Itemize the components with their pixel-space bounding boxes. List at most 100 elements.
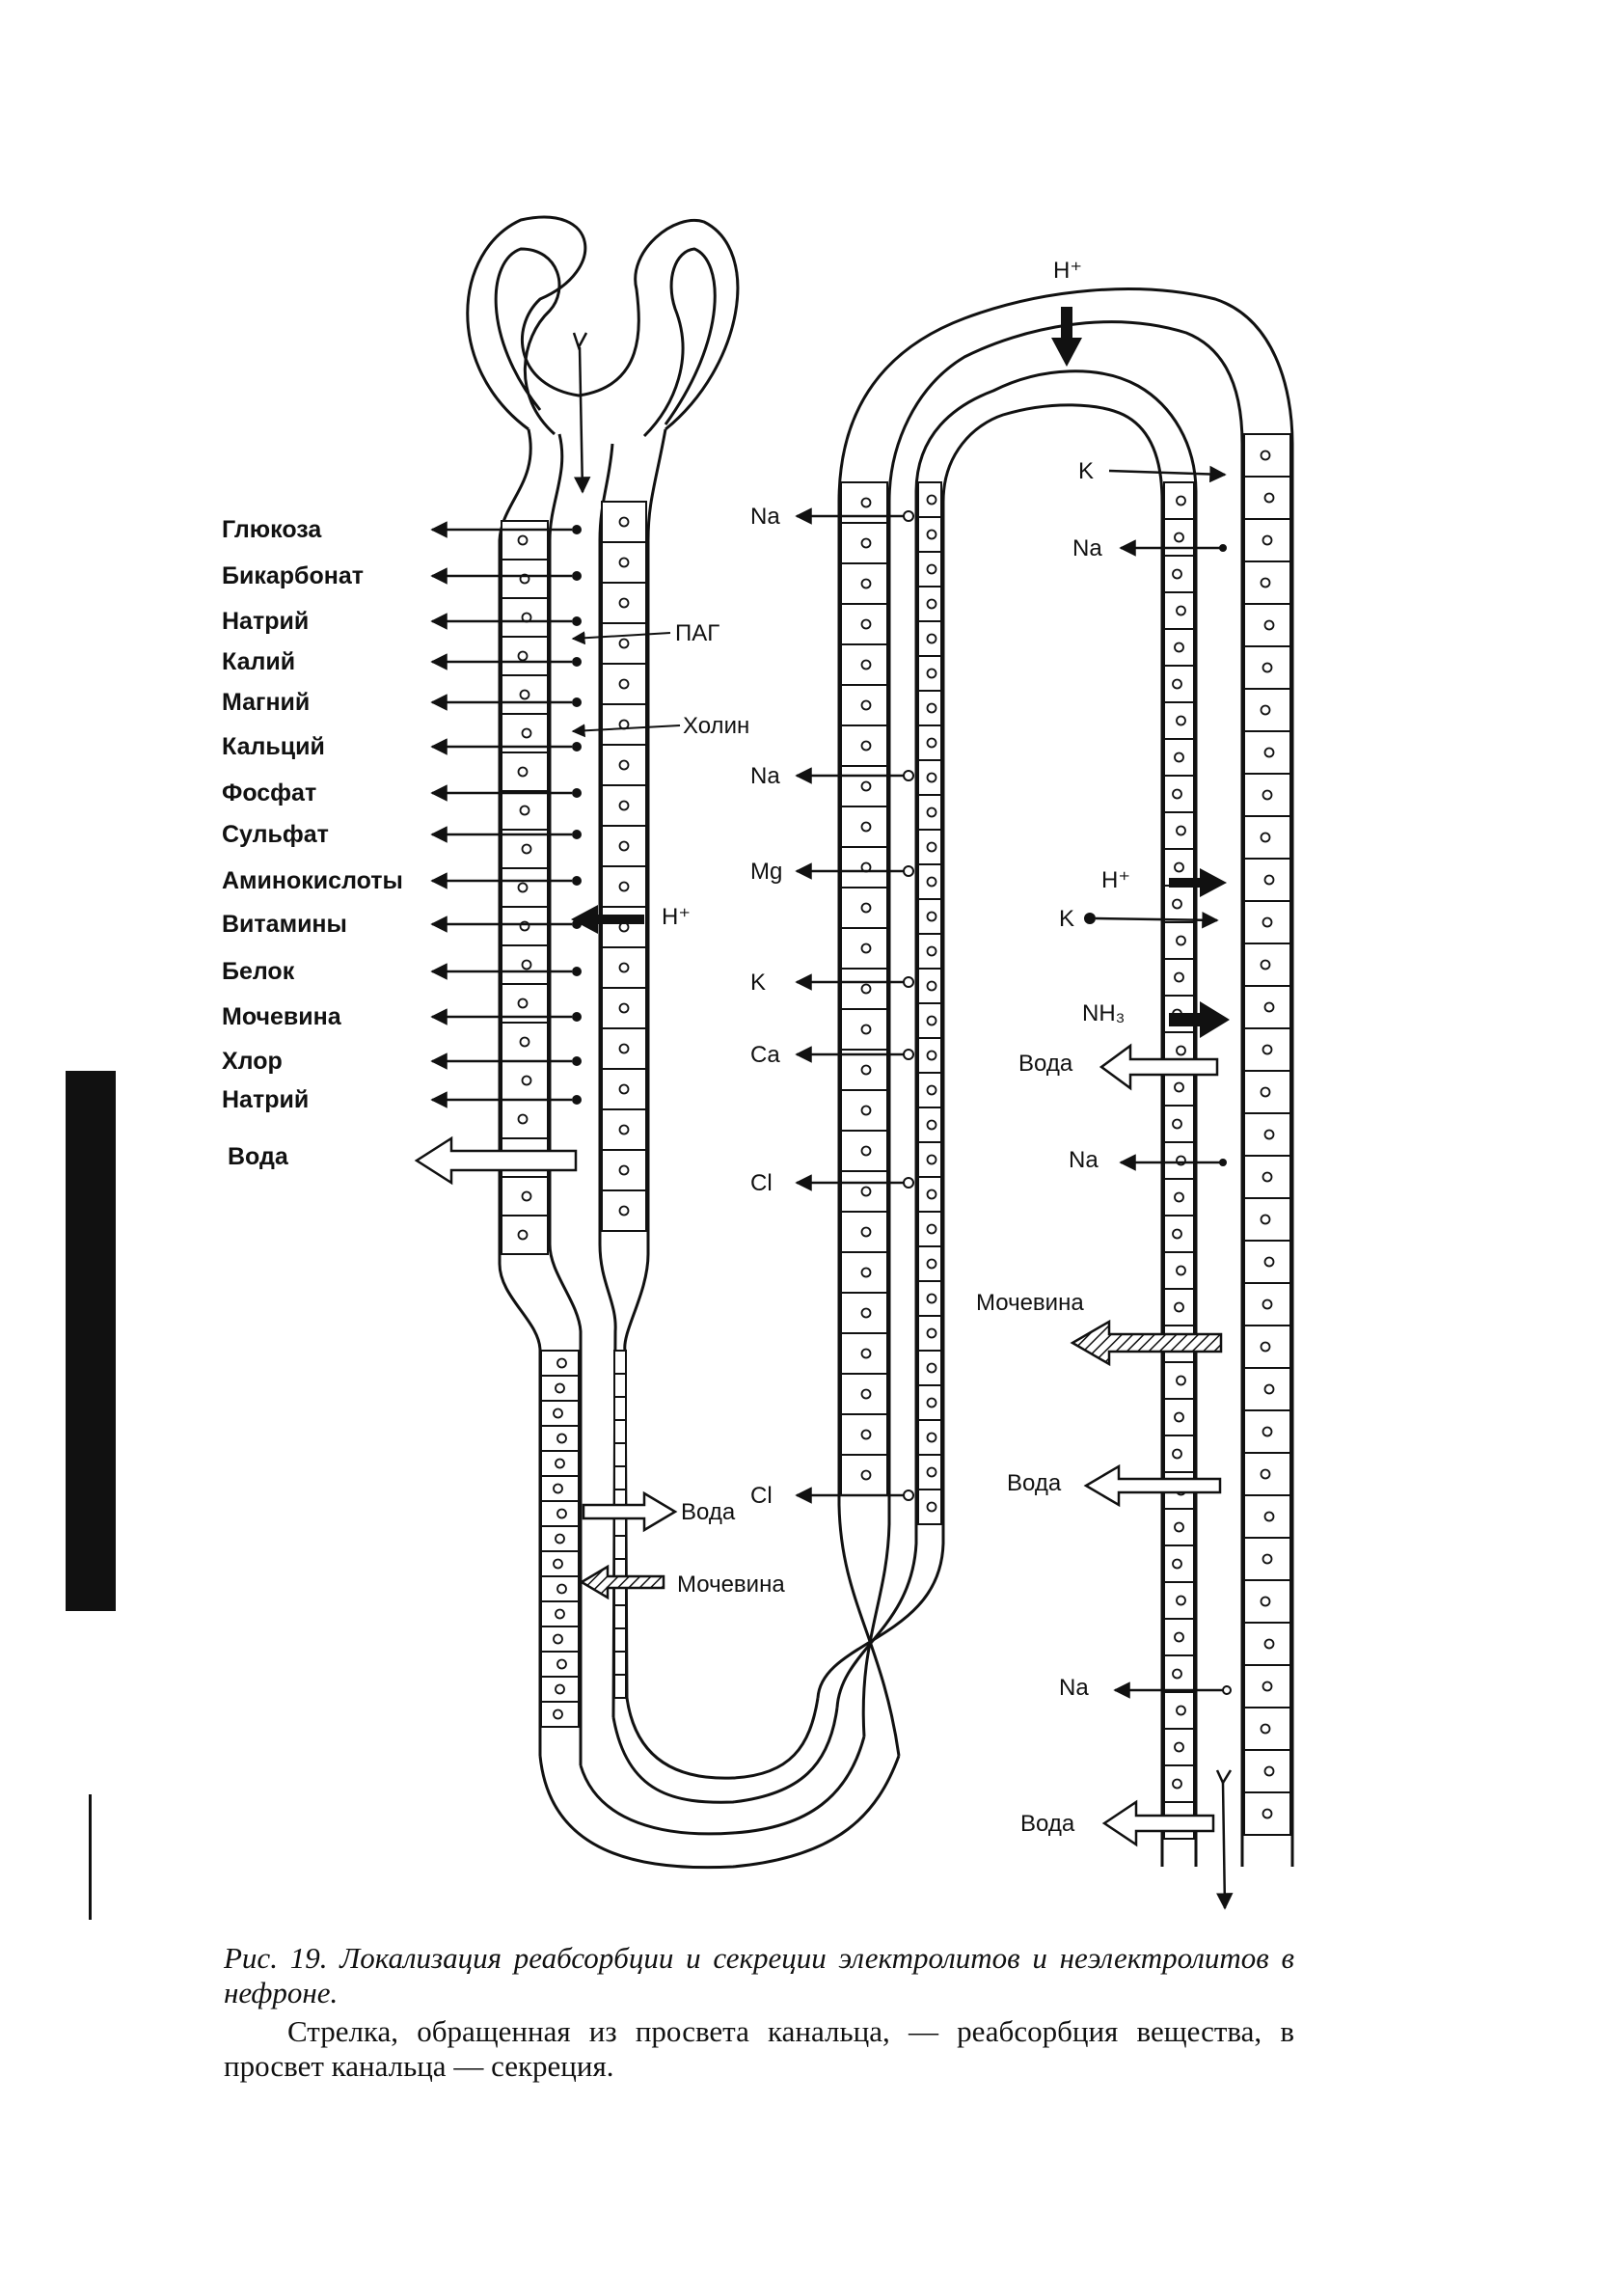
- cell-nucleus: [618, 1205, 630, 1216]
- cell-nucleus: [1260, 1086, 1271, 1098]
- cell-nucleus: [1260, 1723, 1271, 1735]
- cell-nucleus: [860, 699, 872, 711]
- reabsorbed-substance-label: Кальций: [222, 733, 325, 760]
- reabsorbed-substance-label: Натрий: [222, 1086, 309, 1113]
- distal-nh3-label: NH₃: [1082, 1000, 1125, 1026]
- figure-caption-title: Рис. 19. Локализация реабсорбции и секре…: [224, 1941, 1294, 2009]
- cell-nucleus: [556, 1433, 567, 1444]
- cell-nucleus: [521, 727, 532, 739]
- cell-nucleus: [618, 516, 630, 528]
- thin-urea-label: Мочевина: [677, 1572, 785, 1598]
- lumen-dot: [572, 967, 582, 976]
- cell-nucleus: [519, 805, 530, 816]
- cell: [1163, 591, 1195, 630]
- cell-nucleus: [1172, 1448, 1182, 1460]
- cell: [917, 759, 942, 796]
- cell: [917, 1107, 942, 1143]
- reabsorbed-substance-label: Хлор: [222, 1048, 283, 1075]
- reabsorbed-substance-label: Фосфат: [222, 779, 316, 806]
- epithelial-cells: [501, 433, 1291, 1840]
- cell: [1243, 1112, 1291, 1157]
- cell-nucleus: [618, 759, 630, 771]
- cell: [613, 1465, 627, 1490]
- cell: [501, 752, 549, 792]
- cell: [1243, 1367, 1291, 1411]
- cell: [1163, 811, 1195, 850]
- cell-nucleus: [1260, 1596, 1271, 1607]
- cell-nucleus: [517, 650, 529, 662]
- reabsorbed-substance-label: Аминокислоты: [222, 867, 403, 894]
- ascending-limb: [816, 287, 1294, 1867]
- cell-nucleus: [1262, 1681, 1273, 1692]
- ascending-ion-label: Mg: [750, 859, 782, 885]
- h-plus-label: H⁺: [662, 904, 691, 930]
- cell-nucleus: [1260, 1468, 1271, 1480]
- cell-nucleus: [1262, 1171, 1273, 1183]
- cell: [501, 559, 549, 599]
- cell: [501, 597, 549, 638]
- ascending-ion-label: Na: [750, 763, 780, 789]
- cell: [501, 1176, 549, 1216]
- cell-nucleus: [555, 1458, 565, 1469]
- cell-nucleus: [860, 1388, 872, 1400]
- cell-nucleus: [926, 876, 937, 888]
- cell: [501, 1022, 549, 1062]
- cell: [501, 790, 549, 831]
- cell-nucleus: [860, 943, 872, 954]
- cell-nucleus: [926, 1293, 937, 1304]
- cell: [1163, 1361, 1195, 1400]
- cell: [540, 1676, 580, 1703]
- cell: [540, 1375, 580, 1402]
- cell-nucleus: [618, 1083, 630, 1095]
- cell: [917, 1002, 942, 1039]
- cell: [1163, 1654, 1195, 1693]
- cell-nucleus: [618, 1002, 630, 1014]
- distal-k2-label: K: [1059, 906, 1074, 932]
- cell-nucleus: [926, 1189, 937, 1200]
- cell: [1163, 738, 1195, 777]
- thin-water-arrow: [582, 1490, 678, 1533]
- cell: [601, 1189, 647, 1232]
- cell-nucleus: [555, 1533, 565, 1544]
- cell: [1243, 858, 1291, 902]
- cell-nucleus: [556, 1508, 567, 1519]
- cell-nucleus: [1263, 1765, 1275, 1777]
- cell-nucleus: [926, 563, 937, 575]
- cell: [917, 794, 942, 831]
- cell-nucleus: [926, 806, 937, 818]
- cell: [613, 1674, 627, 1699]
- cell: [1243, 1707, 1291, 1751]
- cell-nucleus: [926, 1397, 937, 1408]
- cell: [840, 1373, 888, 1415]
- urine-outflow-arrow: [1216, 1782, 1234, 1910]
- lumen-dot: [572, 571, 582, 581]
- cell-nucleus: [1263, 619, 1275, 631]
- distal-urea-arrow: [1070, 1319, 1223, 1367]
- reabsorbed-substance-label: Бикарбонат: [222, 562, 364, 589]
- cell: [1163, 1105, 1195, 1143]
- cell-nucleus: [1262, 662, 1273, 673]
- cell: [1163, 665, 1195, 703]
- cell: [1243, 476, 1291, 520]
- cell: [601, 946, 647, 989]
- cell-nucleus: [1174, 1081, 1184, 1093]
- cell-nucleus: [1174, 1631, 1184, 1643]
- distal-tubule-arrows: K Na H⁺ K NH₃ Вода Na Мочевина Вода Na В…: [976, 458, 1234, 1910]
- cell-nucleus: [1176, 1375, 1186, 1386]
- cell-nucleus: [1176, 1155, 1186, 1166]
- cell: [1243, 1070, 1291, 1114]
- cell: [613, 1651, 627, 1676]
- cell: [1243, 1537, 1291, 1581]
- cell-nucleus: [553, 1558, 563, 1570]
- cell-nucleus: [926, 1466, 937, 1478]
- cell-nucleus: [926, 1258, 937, 1270]
- cell: [917, 1419, 942, 1456]
- cell-nucleus: [553, 1633, 563, 1645]
- cell: [540, 1350, 580, 1377]
- cell-nucleus: [618, 1124, 630, 1135]
- cell-nucleus: [860, 740, 872, 752]
- cell: [917, 933, 942, 970]
- cell: [1163, 921, 1195, 960]
- cell: [1243, 1749, 1291, 1793]
